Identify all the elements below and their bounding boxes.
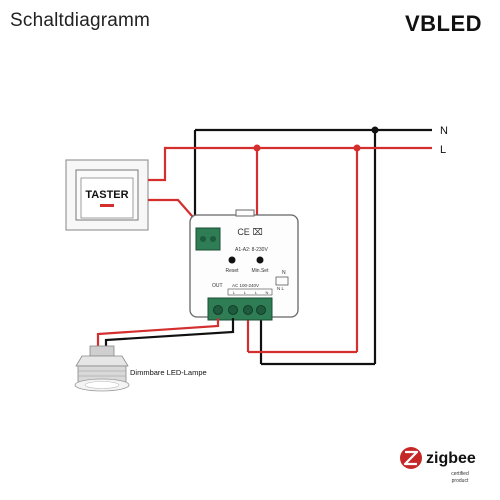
- module-tab: [235, 209, 255, 217]
- output-screw-1: [213, 305, 223, 315]
- lamp-lens: [84, 381, 120, 389]
- reset-button: [228, 256, 236, 264]
- terminal-label-4: N: [266, 290, 269, 295]
- min-set-label: Min.Set: [252, 268, 270, 274]
- neutral-junction: [371, 126, 379, 134]
- zigbee-badge: zigbee certified product: [400, 447, 476, 484]
- ce-mark: CE ⌧: [237, 227, 262, 237]
- output-screw-3: [243, 305, 253, 315]
- product-label: product: [452, 478, 469, 484]
- switch-indicator: [100, 204, 114, 207]
- switch-live-wire: [148, 146, 180, 182]
- output-screw-4: [256, 305, 266, 315]
- n-l-indicator: [275, 276, 289, 286]
- terminal-label-2: L: [244, 290, 247, 295]
- lamp-label: Dimmbare LED-Lampe: [130, 368, 207, 377]
- lamp-live-wire: [96, 318, 220, 348]
- switch-button: [80, 177, 134, 219]
- input-screw-1: [200, 236, 206, 242]
- certified-label: certified: [451, 471, 469, 477]
- led-lamp: [74, 345, 130, 392]
- input-spec: A1-A2: 8-230V: [235, 247, 268, 253]
- output-terminal-block: [207, 297, 273, 321]
- live-junction-1: [253, 144, 261, 152]
- output-screw-2: [228, 305, 238, 315]
- taster-switch: TASTER: [65, 159, 149, 231]
- lamp-neutral-wire: [104, 318, 235, 348]
- live-line: [180, 144, 432, 354]
- lamp-heatsink-top: [75, 355, 129, 367]
- reset-label: Reset: [225, 268, 239, 274]
- brand-logo: VBLED: [404, 11, 482, 36]
- terminal-legend-box: [227, 288, 273, 296]
- terminal-label-1: L: [233, 290, 236, 295]
- zigbee-wordmark: zigbee: [426, 450, 476, 467]
- live-label: L: [440, 144, 446, 156]
- page-title: Schaltdiagramm: [10, 10, 151, 31]
- lamp-driver: [89, 345, 115, 357]
- ac-spec: AC 100-240V: [232, 283, 259, 288]
- input-screw-2: [210, 236, 216, 242]
- switch-label: TASTER: [85, 189, 128, 201]
- n-l-label: N L: [277, 286, 285, 291]
- module-n-label: N: [282, 270, 286, 276]
- min-set-button: [256, 256, 264, 264]
- live-junction-2: [353, 144, 361, 152]
- out-label: OUT: [212, 283, 223, 289]
- dimmer-module: CE ⌧ A1-A2: 8-230V Reset Min.Set N N L O…: [189, 209, 299, 321]
- terminal-label-3: L: [255, 290, 258, 295]
- neutral-label: N: [440, 125, 448, 137]
- input-terminal: [195, 227, 221, 251]
